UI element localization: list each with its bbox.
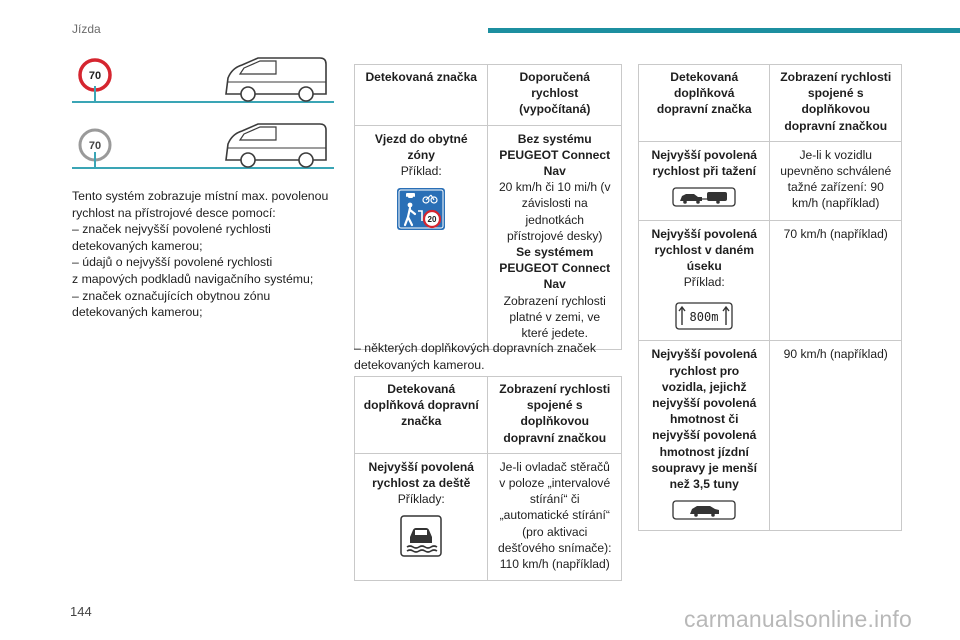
rain-sign-icon bbox=[400, 515, 442, 558]
van-icon bbox=[225, 57, 327, 102]
header-accent-bar bbox=[488, 28, 960, 33]
table-detected-sign: Detekovaná značka Doporučená rychlost (v… bbox=[353, 64, 622, 351]
table-header-row: Detekovaná doplňková dopravní značka Zob… bbox=[353, 376, 622, 454]
header-cell: Doporučená rychlost (vypočítaná) bbox=[487, 64, 622, 126]
row-title: Vjezd do obytné zóny bbox=[374, 131, 468, 162]
condition-text: 70 km/h (například) bbox=[783, 226, 888, 241]
road-line bbox=[72, 167, 334, 169]
intro-line: Tento systém zobrazuje místní max. povol… bbox=[72, 189, 329, 203]
condition-text: Je-li k vozidlu upevněno schválené tažné… bbox=[780, 147, 892, 211]
table-row: Nejvyšší povolená rychlost pro vozidla, … bbox=[637, 340, 902, 532]
table-additional-sign-2: Detekovaná doplňková dopravní značka Zob… bbox=[637, 64, 902, 532]
table-cell: Nejvyšší povolená rychlost za deště Přík… bbox=[353, 452, 489, 582]
condition-text: 20 km/h či 10 mi/h (v závislosti na jedn… bbox=[498, 180, 611, 243]
condition-text: Zobrazení rychlosti platné v zemi, ve kt… bbox=[503, 293, 606, 341]
row-title: Nejvyšší povolená rychlost za deště bbox=[368, 459, 474, 491]
van-icon bbox=[225, 123, 327, 168]
table-header-row: Detekovaná doplňková dopravní značka Zob… bbox=[637, 64, 902, 142]
header-cell: Detekovaná doplňková dopravní značka bbox=[637, 64, 771, 142]
table-cell: 90 km/h (například) bbox=[769, 340, 902, 532]
table-row: Nejvyšší povolená rychlost při tažení Je… bbox=[637, 140, 902, 221]
condition-title: Bez systému PEUGEOT Connect Nav bbox=[499, 131, 611, 179]
intro-line: detekovaných kamerou; bbox=[72, 238, 203, 253]
table-header-row: Detekovaná značka Doporučená rychlost (v… bbox=[353, 64, 622, 126]
table-cell: 70 km/h (například) bbox=[769, 219, 902, 342]
watermark: carmanualsonline.info bbox=[684, 606, 912, 632]
header-cell: Zobrazení rychlosti spojené s doplňkovou… bbox=[487, 376, 622, 454]
sign-pole bbox=[94, 152, 96, 168]
table-row: Vjezd do obytné zóny Příklad: 20 Bez sy bbox=[353, 124, 622, 351]
table-cell: Je-li k vozidlu upevněno schválené tažné… bbox=[769, 140, 902, 221]
intro-line: – značek označujících obytnou zónu bbox=[72, 288, 271, 303]
section-title: Jízda bbox=[72, 22, 101, 36]
page-number: 144 bbox=[70, 604, 92, 619]
table-row: Nejvyšší povolená rychlost za deště Přík… bbox=[353, 452, 622, 582]
speed-limit-sign-icon: 70 bbox=[78, 58, 112, 92]
intro-line: – značek nejvyšší povolené rychlosti bbox=[72, 222, 271, 237]
condition-text: 90 km/h (například) bbox=[783, 347, 888, 362]
intro-text: Tento systém zobrazuje místní max. povol… bbox=[72, 188, 342, 321]
car-sign-icon bbox=[672, 500, 736, 520]
sign-number: 20 bbox=[428, 215, 437, 224]
intro-line: z mapových podkladů navigačního systému; bbox=[72, 271, 314, 286]
towing-sign-icon bbox=[672, 187, 736, 207]
intro-line: detekovaných kamerou; bbox=[72, 305, 203, 320]
sign-text: 800m bbox=[690, 310, 719, 324]
table-cell: Nejvyšší povolená rychlost při tažení bbox=[637, 140, 771, 221]
row-title: Nejvyšší povolená rychlost pro vozidla, … bbox=[651, 347, 757, 492]
table-cell: Je-li ovladač stěračů v poloze „interval… bbox=[487, 452, 622, 582]
table-cell: Vjezd do obytné zóny Příklad: 20 bbox=[353, 124, 489, 351]
table-additional-sign: Detekovaná doplňková dopravní značka Zob… bbox=[353, 376, 622, 582]
sign-pole bbox=[94, 86, 96, 102]
row-title: Nejvyšší povolená rychlost v daném úseku bbox=[651, 226, 757, 274]
section-length-sign-icon: 800m bbox=[675, 302, 733, 331]
header-cell: Detekovaná značka bbox=[353, 64, 489, 126]
table-row: Nejvyšší povolená rychlost v daném úseku… bbox=[637, 219, 902, 342]
sign-value: 70 bbox=[89, 140, 101, 152]
condition-text: Je-li ovladač stěračů v poloze „interval… bbox=[498, 459, 612, 572]
header-cell: Zobrazení rychlosti spojené s doplňkovou… bbox=[769, 64, 902, 142]
road-line bbox=[72, 101, 334, 103]
additional-signs-text: – některých doplňkových dopravních znače… bbox=[354, 341, 596, 372]
sign-value: 70 bbox=[89, 70, 101, 82]
row-title: Nejvyšší povolená rychlost při tažení bbox=[651, 147, 757, 179]
intro-line: rychlost na přístrojové desce pomocí: bbox=[72, 205, 276, 220]
condition-title: Se systémem PEUGEOT Connect Nav bbox=[499, 245, 611, 292]
example-label: Příklad: bbox=[683, 275, 725, 290]
header-cell: Detekovaná doplňková dopravní značka bbox=[353, 376, 489, 454]
figure-speed-limit-grey: 70 bbox=[72, 122, 334, 176]
residential-zone-sign-icon: 20 bbox=[397, 188, 446, 231]
table-cell: Nejvyšší povolená rychlost v daném úseku… bbox=[637, 219, 771, 342]
example-label: Příklad: bbox=[400, 164, 442, 179]
example-label: Příklady: bbox=[397, 492, 445, 507]
figure-speed-limit-red: 70 bbox=[72, 56, 334, 110]
table-cell: Nejvyšší povolená rychlost pro vozidla, … bbox=[637, 340, 771, 532]
intro-line: – údajů o nejvyšší povolené rychlosti bbox=[72, 255, 273, 270]
table-cell: Bez systému PEUGEOT Connect Nav 20 km/h … bbox=[487, 124, 622, 351]
